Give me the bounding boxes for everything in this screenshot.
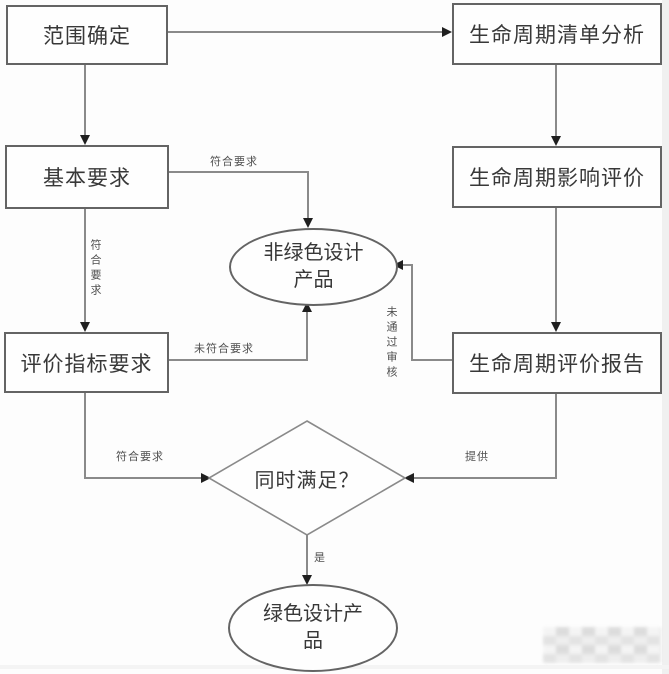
node-evaluation-indicator-requirements: 评价指标要求 <box>4 332 169 393</box>
edge-indicator-to-decision <box>84 388 211 483</box>
node-label: 生命周期评价报告 <box>469 352 645 376</box>
edge-label-indicator-to-decision: 符合要求 <box>116 451 164 463</box>
edge-lcia-to-report <box>551 204 561 332</box>
edge-basic-to-nongreen <box>165 171 313 228</box>
edge-indicator-to-nongreen <box>165 302 312 361</box>
edge-label-report-to-nongreen: 未通过审核 <box>385 305 397 381</box>
edge-report-to-nongreen <box>393 260 452 361</box>
node-label: 生命周期清单分析 <box>469 23 645 47</box>
edge-decision-to-green <box>302 535 312 585</box>
edge-scope-to-basic <box>80 62 90 145</box>
decision-diamond-shape <box>207 420 407 536</box>
node-decision-simultaneously-satisfied: 同时满足？ <box>207 420 407 536</box>
node-basic-requirements: 基本要求 <box>5 145 169 209</box>
edge-basic-to-indicator <box>80 205 90 332</box>
edge-scope-to-lci <box>165 27 452 37</box>
edge-label-decision-to-green: 是 <box>314 552 326 564</box>
node-life-cycle-assessment-report: 生命周期评价报告 <box>452 332 662 394</box>
edge-label-indicator-to-nongreen: 未符合要求 <box>194 343 254 355</box>
node-scope-determination: 范围确定 <box>6 5 168 65</box>
node-green-design-product: 绿色设计产 品 <box>228 584 398 672</box>
node-life-cycle-impact-assessment: 生命周期影响评价 <box>452 146 662 208</box>
node-label-line2: 品 <box>303 630 323 652</box>
node-label: 基本要求 <box>43 166 131 190</box>
node-label-line1: 绿色设计产 <box>263 603 363 625</box>
node-label: 同时满足？ <box>254 469 360 492</box>
edge-label-basic-to-indicator: 符合要求 <box>89 239 101 299</box>
node-label-line1: 非绿色设计 <box>263 242 364 264</box>
node-label-line2: 产品 <box>293 269 334 291</box>
edge-label-basic-to-nongreen: 符合要求 <box>210 156 258 168</box>
node-label: 范围确定 <box>43 24 131 48</box>
edge-lci-to-lcia <box>551 62 561 146</box>
edge-label-report-to-decision: 提供 <box>465 451 489 463</box>
node-life-cycle-inventory-analysis: 生命周期清单分析 <box>452 3 662 65</box>
blurred-watermark <box>543 627 661 663</box>
page-edge-strip-right <box>662 0 669 674</box>
node-label: 评价指标要求 <box>20 351 153 376</box>
edge-report-to-decision <box>404 388 557 483</box>
node-label: 生命周期影响评价 <box>469 166 645 190</box>
node-non-green-design-product: 非绿色设计 产品 <box>229 228 398 306</box>
